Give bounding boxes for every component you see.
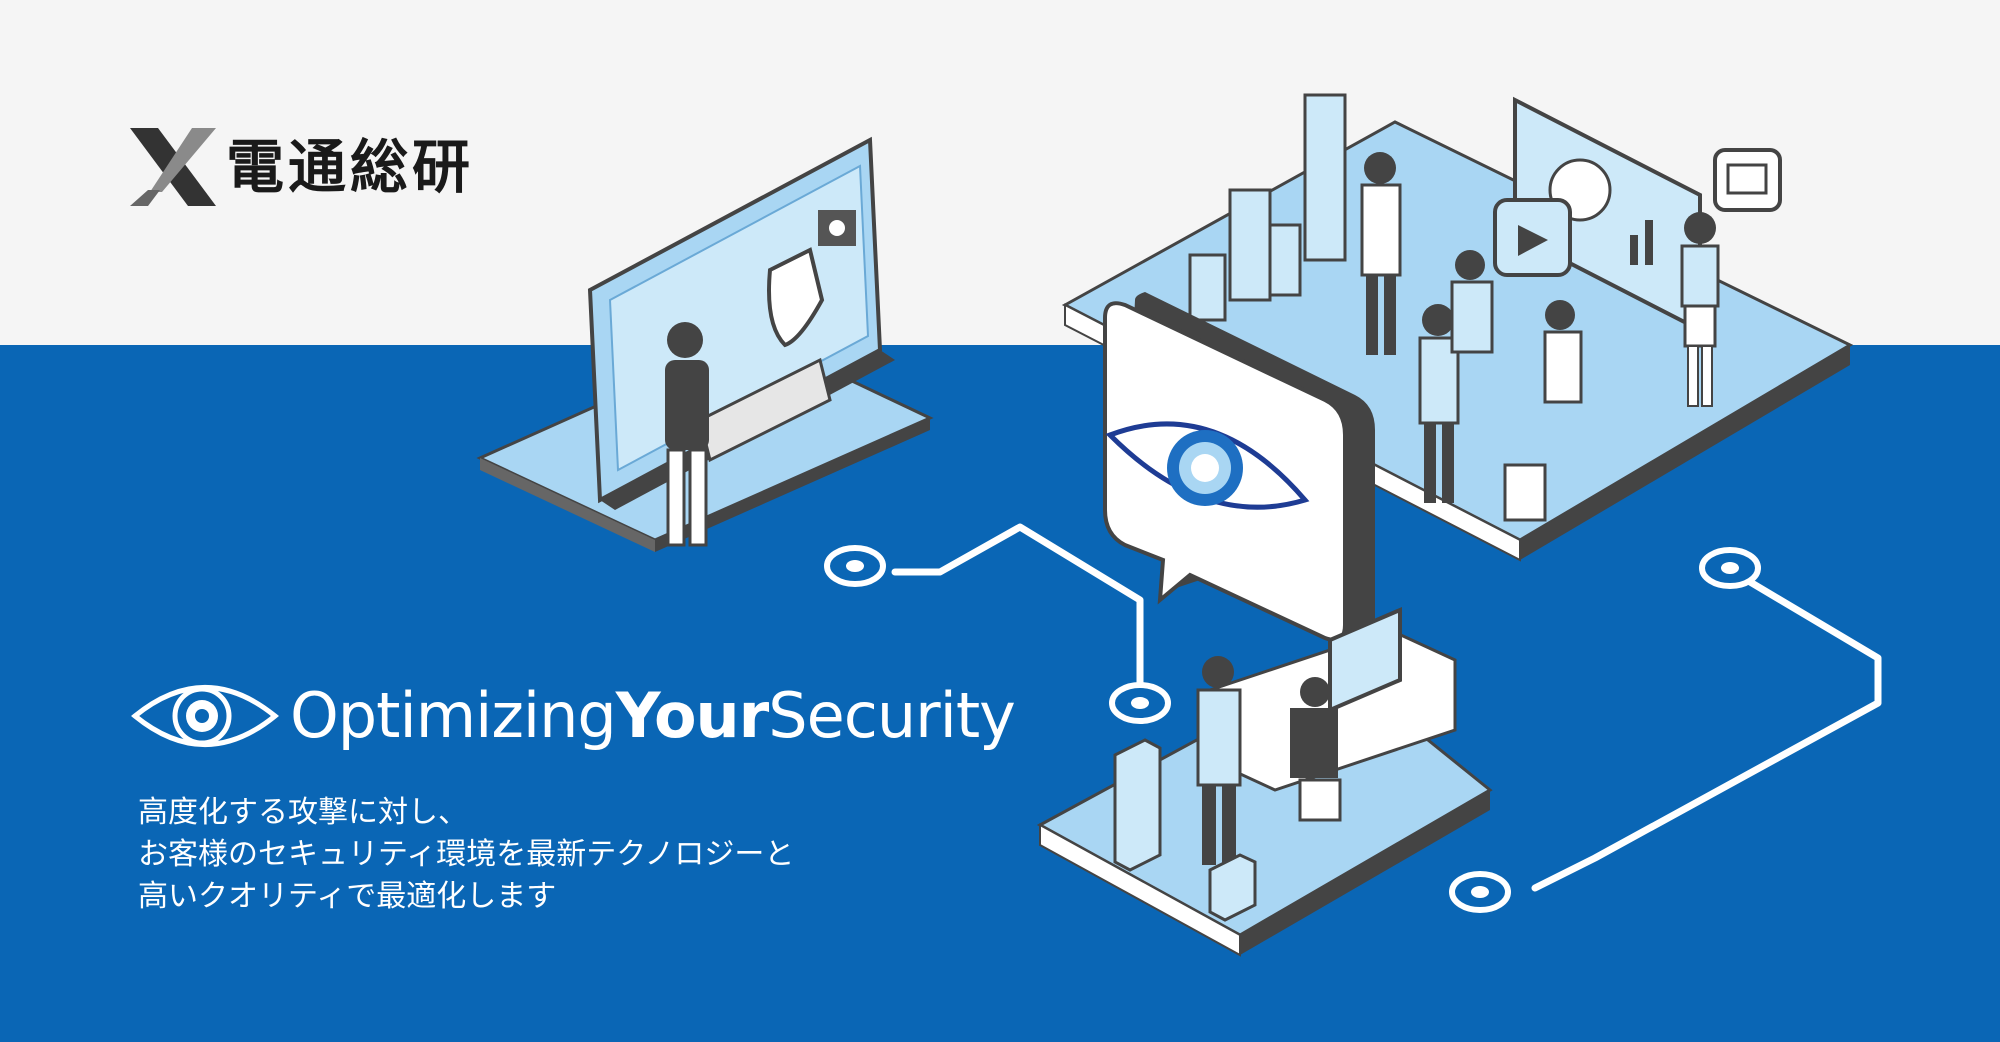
body-copy: 高度化する攻撃に対し、 お客様のセキュリティ環境を最新テクノロジーと 高いクオリ… bbox=[138, 792, 1038, 918]
connector-lines bbox=[891, 523, 1882, 892]
brand-name: 電通総研 bbox=[226, 133, 475, 201]
body-line: お客様のセキュリティ環境を最新テクノロジーと bbox=[138, 837, 795, 872]
body-line: 高度化する攻撃に対し、 bbox=[138, 795, 468, 830]
trash-icon bbox=[1503, 463, 1547, 522]
person-icon bbox=[1290, 677, 1342, 822]
eye-icon bbox=[1105, 421, 1310, 510]
computer-icon bbox=[1328, 606, 1402, 714]
node-icon bbox=[1449, 871, 1511, 913]
shield-icon bbox=[767, 247, 825, 348]
node-icon bbox=[824, 545, 886, 587]
eye-icon bbox=[131, 685, 279, 747]
brand-logo: 電通総研 bbox=[130, 122, 474, 212]
person-icon bbox=[1450, 250, 1494, 354]
person-icon bbox=[1680, 212, 1720, 407]
node-icon bbox=[1699, 547, 1761, 589]
mail-bubble-icon bbox=[1713, 148, 1782, 212]
person-icon bbox=[1360, 152, 1402, 355]
person-icon bbox=[665, 322, 709, 547]
monitor-platform bbox=[476, 136, 934, 552]
node-icon bbox=[1109, 682, 1171, 724]
headline-part-your: Your bbox=[615, 679, 770, 752]
x-mark-icon bbox=[130, 128, 216, 206]
server-icon bbox=[1113, 738, 1162, 872]
connector-nodes bbox=[824, 545, 1761, 913]
eye-bubble bbox=[1103, 292, 1375, 644]
person-icon bbox=[1543, 300, 1583, 404]
body-line: 高いクオリティで最適化します bbox=[138, 879, 557, 914]
bar-columns bbox=[1188, 93, 1347, 322]
office-platform bbox=[1036, 606, 1493, 957]
headline-text: OptimizingYourSecurity bbox=[290, 685, 1016, 747]
person-icon bbox=[1196, 656, 1242, 865]
person-icon bbox=[1418, 304, 1460, 503]
server-icon bbox=[1208, 853, 1257, 922]
headline: OptimizingYourSecurity bbox=[130, 676, 1016, 756]
headline-part-security: Security bbox=[768, 679, 1016, 752]
headline-part-optimizing: Optimizing bbox=[290, 679, 617, 752]
